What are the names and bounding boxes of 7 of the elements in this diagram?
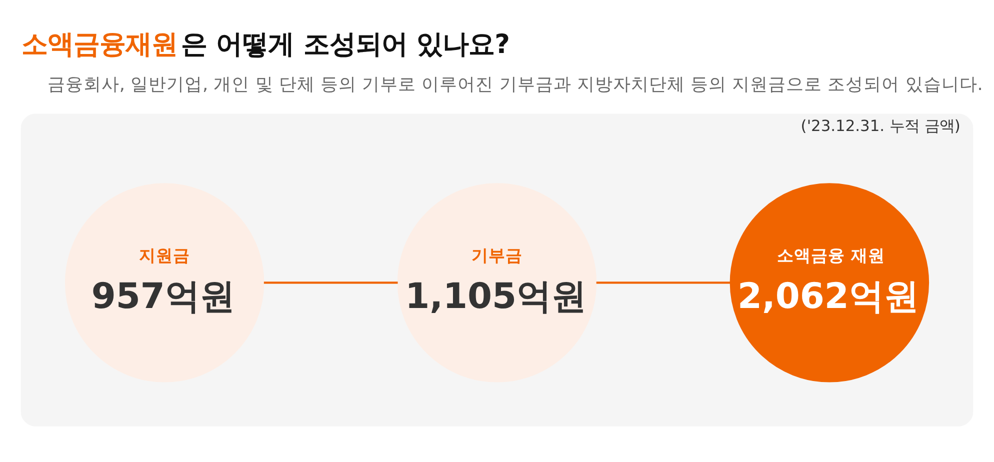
- node-circle: 기부금 1,105억원: [397, 182, 597, 382]
- node-circle: 소액금융 재원 2,062억원: [730, 182, 930, 382]
- diagram-title: 소액금융재원은 어떻게 조성되어 있나요?: [21, 28, 510, 60]
- label: 금융회사, 일반기업, 개인 및 단체 등의 기부로 이루어진 기부금과 지방자치단체 등의 지원금으로 조성되어 있습니다.: [47, 74, 983, 94]
- node-circle: 지원금 957억원: [64, 182, 264, 382]
- connector: [264, 281, 398, 284]
- connector: [596, 281, 730, 284]
